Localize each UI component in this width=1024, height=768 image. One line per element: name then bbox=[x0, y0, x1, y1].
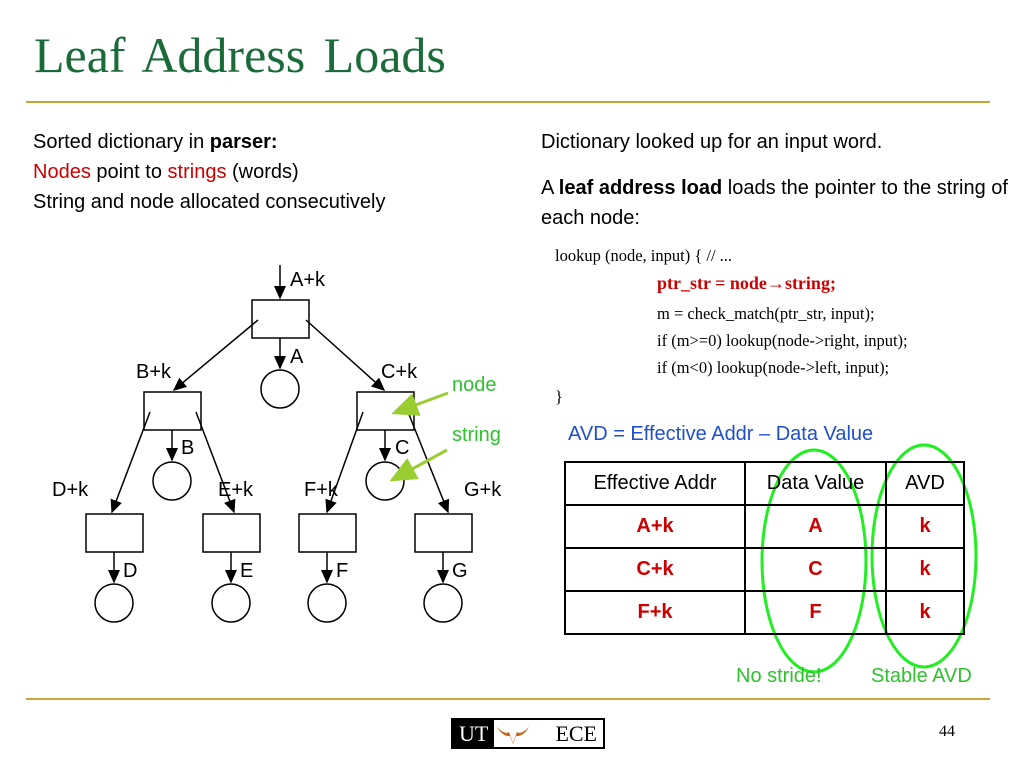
label-f-str: F bbox=[336, 560, 349, 582]
cell-addr: F+k bbox=[564, 590, 746, 635]
header-effective-addr: Effective Addr bbox=[564, 461, 746, 506]
label-d-str: D bbox=[123, 560, 138, 582]
node-box-c bbox=[356, 391, 415, 431]
string-circle-c bbox=[365, 461, 405, 501]
strings-word: strings bbox=[167, 161, 227, 183]
label-e-addr: E+k bbox=[218, 479, 254, 501]
right-para-2-bold: leaf address load bbox=[558, 177, 723, 199]
label-c-str: C bbox=[395, 437, 410, 459]
label-g-str: G bbox=[452, 560, 468, 582]
avd-table: Effective Addr Data Value AVD A+k A k C+… bbox=[564, 461, 965, 635]
node-box-f bbox=[298, 513, 357, 553]
code-line-2-pre: ptr_str = node bbox=[657, 273, 767, 293]
table-row: C+k C k bbox=[564, 547, 965, 592]
right-para-2-post: loads the pointer to the string of each … bbox=[541, 177, 1008, 229]
cell-value: A bbox=[744, 504, 887, 549]
right-para-2-pre: A bbox=[541, 177, 559, 199]
code-line-2-post: string; bbox=[784, 273, 836, 293]
code-line-6: } bbox=[555, 387, 563, 406]
arrow-icon: → bbox=[766, 273, 785, 293]
cell-avd: k bbox=[885, 547, 965, 592]
string-circle-d bbox=[94, 583, 134, 623]
label-b-str: B bbox=[181, 437, 195, 459]
left-line-2-post: (words) bbox=[226, 161, 299, 183]
left-line-1: Sorted dictionary in parser: bbox=[33, 127, 385, 157]
node-box-d bbox=[85, 513, 144, 553]
avd-definition: AVD = Effective Addr – Data Value bbox=[568, 423, 874, 445]
table-row: A+k A k bbox=[564, 504, 965, 549]
stable-avd-note: Stable AVD bbox=[871, 665, 972, 687]
label-e-str: E bbox=[240, 560, 254, 582]
code-line-1: lookup (node, input) { // ... bbox=[555, 246, 733, 265]
string-circle-e bbox=[211, 583, 251, 623]
edge-a-b bbox=[172, 319, 259, 391]
title-rule bbox=[26, 101, 990, 103]
no-stride-note: No stride! bbox=[736, 665, 822, 687]
node-box-a bbox=[251, 299, 310, 339]
table-header-row: Effective Addr Data Value AVD bbox=[564, 461, 965, 506]
page-number: 44 bbox=[939, 723, 955, 740]
label-d-addr: D+k bbox=[52, 479, 89, 501]
label-a-str: A bbox=[290, 346, 304, 368]
string-circle-g bbox=[423, 583, 463, 623]
code-line-2: ptr_str = node→string; bbox=[657, 273, 836, 294]
cell-value: F bbox=[744, 590, 887, 635]
node-callout-arrow bbox=[391, 391, 449, 416]
label-c-addr: C+k bbox=[381, 361, 418, 383]
left-line-2-mid: point to bbox=[90, 161, 168, 183]
logo-ece: ECE bbox=[555, 720, 597, 746]
right-para-1: Dictionary looked up for an input word. bbox=[541, 131, 883, 153]
edge-a-c bbox=[305, 319, 386, 392]
right-para-2: A leaf address load loads the pointer to… bbox=[541, 173, 1011, 233]
table-row: F+k F k bbox=[564, 590, 965, 635]
left-description: Sorted dictionary in parser: Nodes point… bbox=[33, 127, 385, 217]
right-description: Dictionary looked up for an input word. … bbox=[541, 127, 1011, 233]
cell-addr: A+k bbox=[564, 504, 746, 549]
label-g-addr: G+k bbox=[464, 479, 502, 501]
node-box-e bbox=[202, 513, 261, 553]
ut-ece-logo: UT ECE bbox=[451, 718, 605, 749]
edge-b-e bbox=[195, 411, 236, 514]
label-a-addr: A+k bbox=[290, 269, 326, 291]
node-box-g bbox=[414, 513, 473, 553]
string-callout: string bbox=[452, 424, 501, 446]
edge-c-f bbox=[325, 411, 364, 514]
cell-avd: k bbox=[885, 590, 965, 635]
longhorn-icon bbox=[494, 720, 532, 747]
left-line-3: String and node allocated consecutively bbox=[33, 191, 386, 213]
slide-title: Leaf Address Loads bbox=[34, 27, 446, 83]
code-line-5: if (m<0) lookup(node->left, input); bbox=[657, 358, 890, 377]
cell-addr: C+k bbox=[564, 547, 746, 592]
string-circle-b bbox=[152, 461, 192, 501]
label-b-addr: B+k bbox=[136, 361, 172, 383]
label-f-addr: F+k bbox=[304, 479, 338, 501]
code-line-4: if (m>=0) lookup(node->right, input); bbox=[657, 331, 908, 350]
code-line-3: m = check_match(ptr_str, input); bbox=[657, 304, 875, 323]
logo-ut: UT bbox=[453, 720, 495, 747]
string-circle-a bbox=[260, 369, 300, 409]
nodes-word: Nodes bbox=[33, 161, 91, 183]
node-box-b bbox=[143, 391, 202, 431]
header-data-value: Data Value bbox=[744, 461, 887, 506]
header-avd: AVD bbox=[885, 461, 965, 506]
left-line-2: Nodes point to strings (words) bbox=[33, 157, 385, 187]
edge-b-d bbox=[110, 411, 151, 514]
left-line-1-text: Sorted dictionary in bbox=[33, 131, 210, 153]
cell-value: C bbox=[744, 547, 887, 592]
node-callout: node bbox=[452, 374, 497, 396]
string-callout-arrow bbox=[389, 448, 448, 482]
cell-avd: k bbox=[885, 504, 965, 549]
left-line-1-bold: parser: bbox=[209, 131, 278, 153]
footer-rule bbox=[26, 698, 990, 700]
string-circle-f bbox=[307, 583, 347, 623]
